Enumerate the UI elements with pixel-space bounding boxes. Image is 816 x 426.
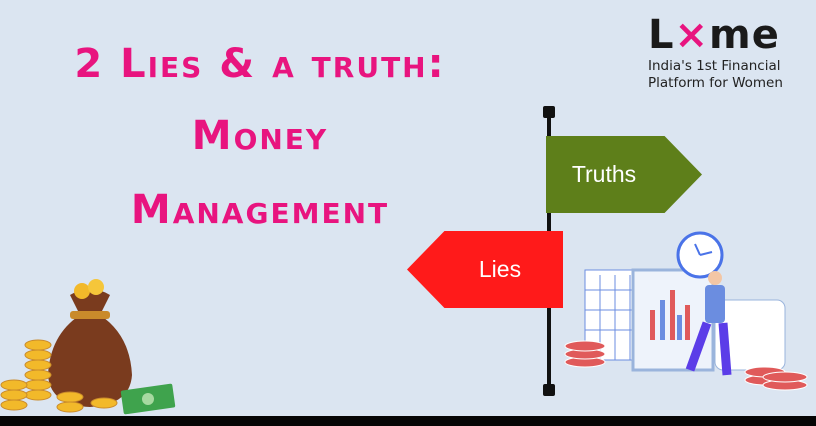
tagline-line-1: India's 1st Financial: [648, 58, 781, 74]
lies-sign: Lies: [407, 231, 563, 308]
money-bag-illustration: [0, 279, 176, 415]
time-management-illustration: [564, 231, 808, 391]
title-line-3: Management: [130, 187, 390, 233]
lies-label: Lies: [478, 256, 522, 282]
lxme-logo: L×me: [648, 12, 780, 58]
pole-cap-bottom: [543, 384, 555, 396]
tagline-line-2: Platform for Women: [648, 75, 783, 91]
title-line-1: 2 Lies & a truth:: [74, 41, 446, 87]
bottom-bar: [0, 416, 816, 426]
pole-cap-top: [543, 106, 555, 118]
logo-tagline: India's 1st Financial Platform for Women: [648, 58, 783, 92]
title-line-2: Money: [191, 113, 329, 159]
truths-sign: Truths: [546, 136, 702, 213]
truths-label: Truths: [571, 161, 637, 187]
